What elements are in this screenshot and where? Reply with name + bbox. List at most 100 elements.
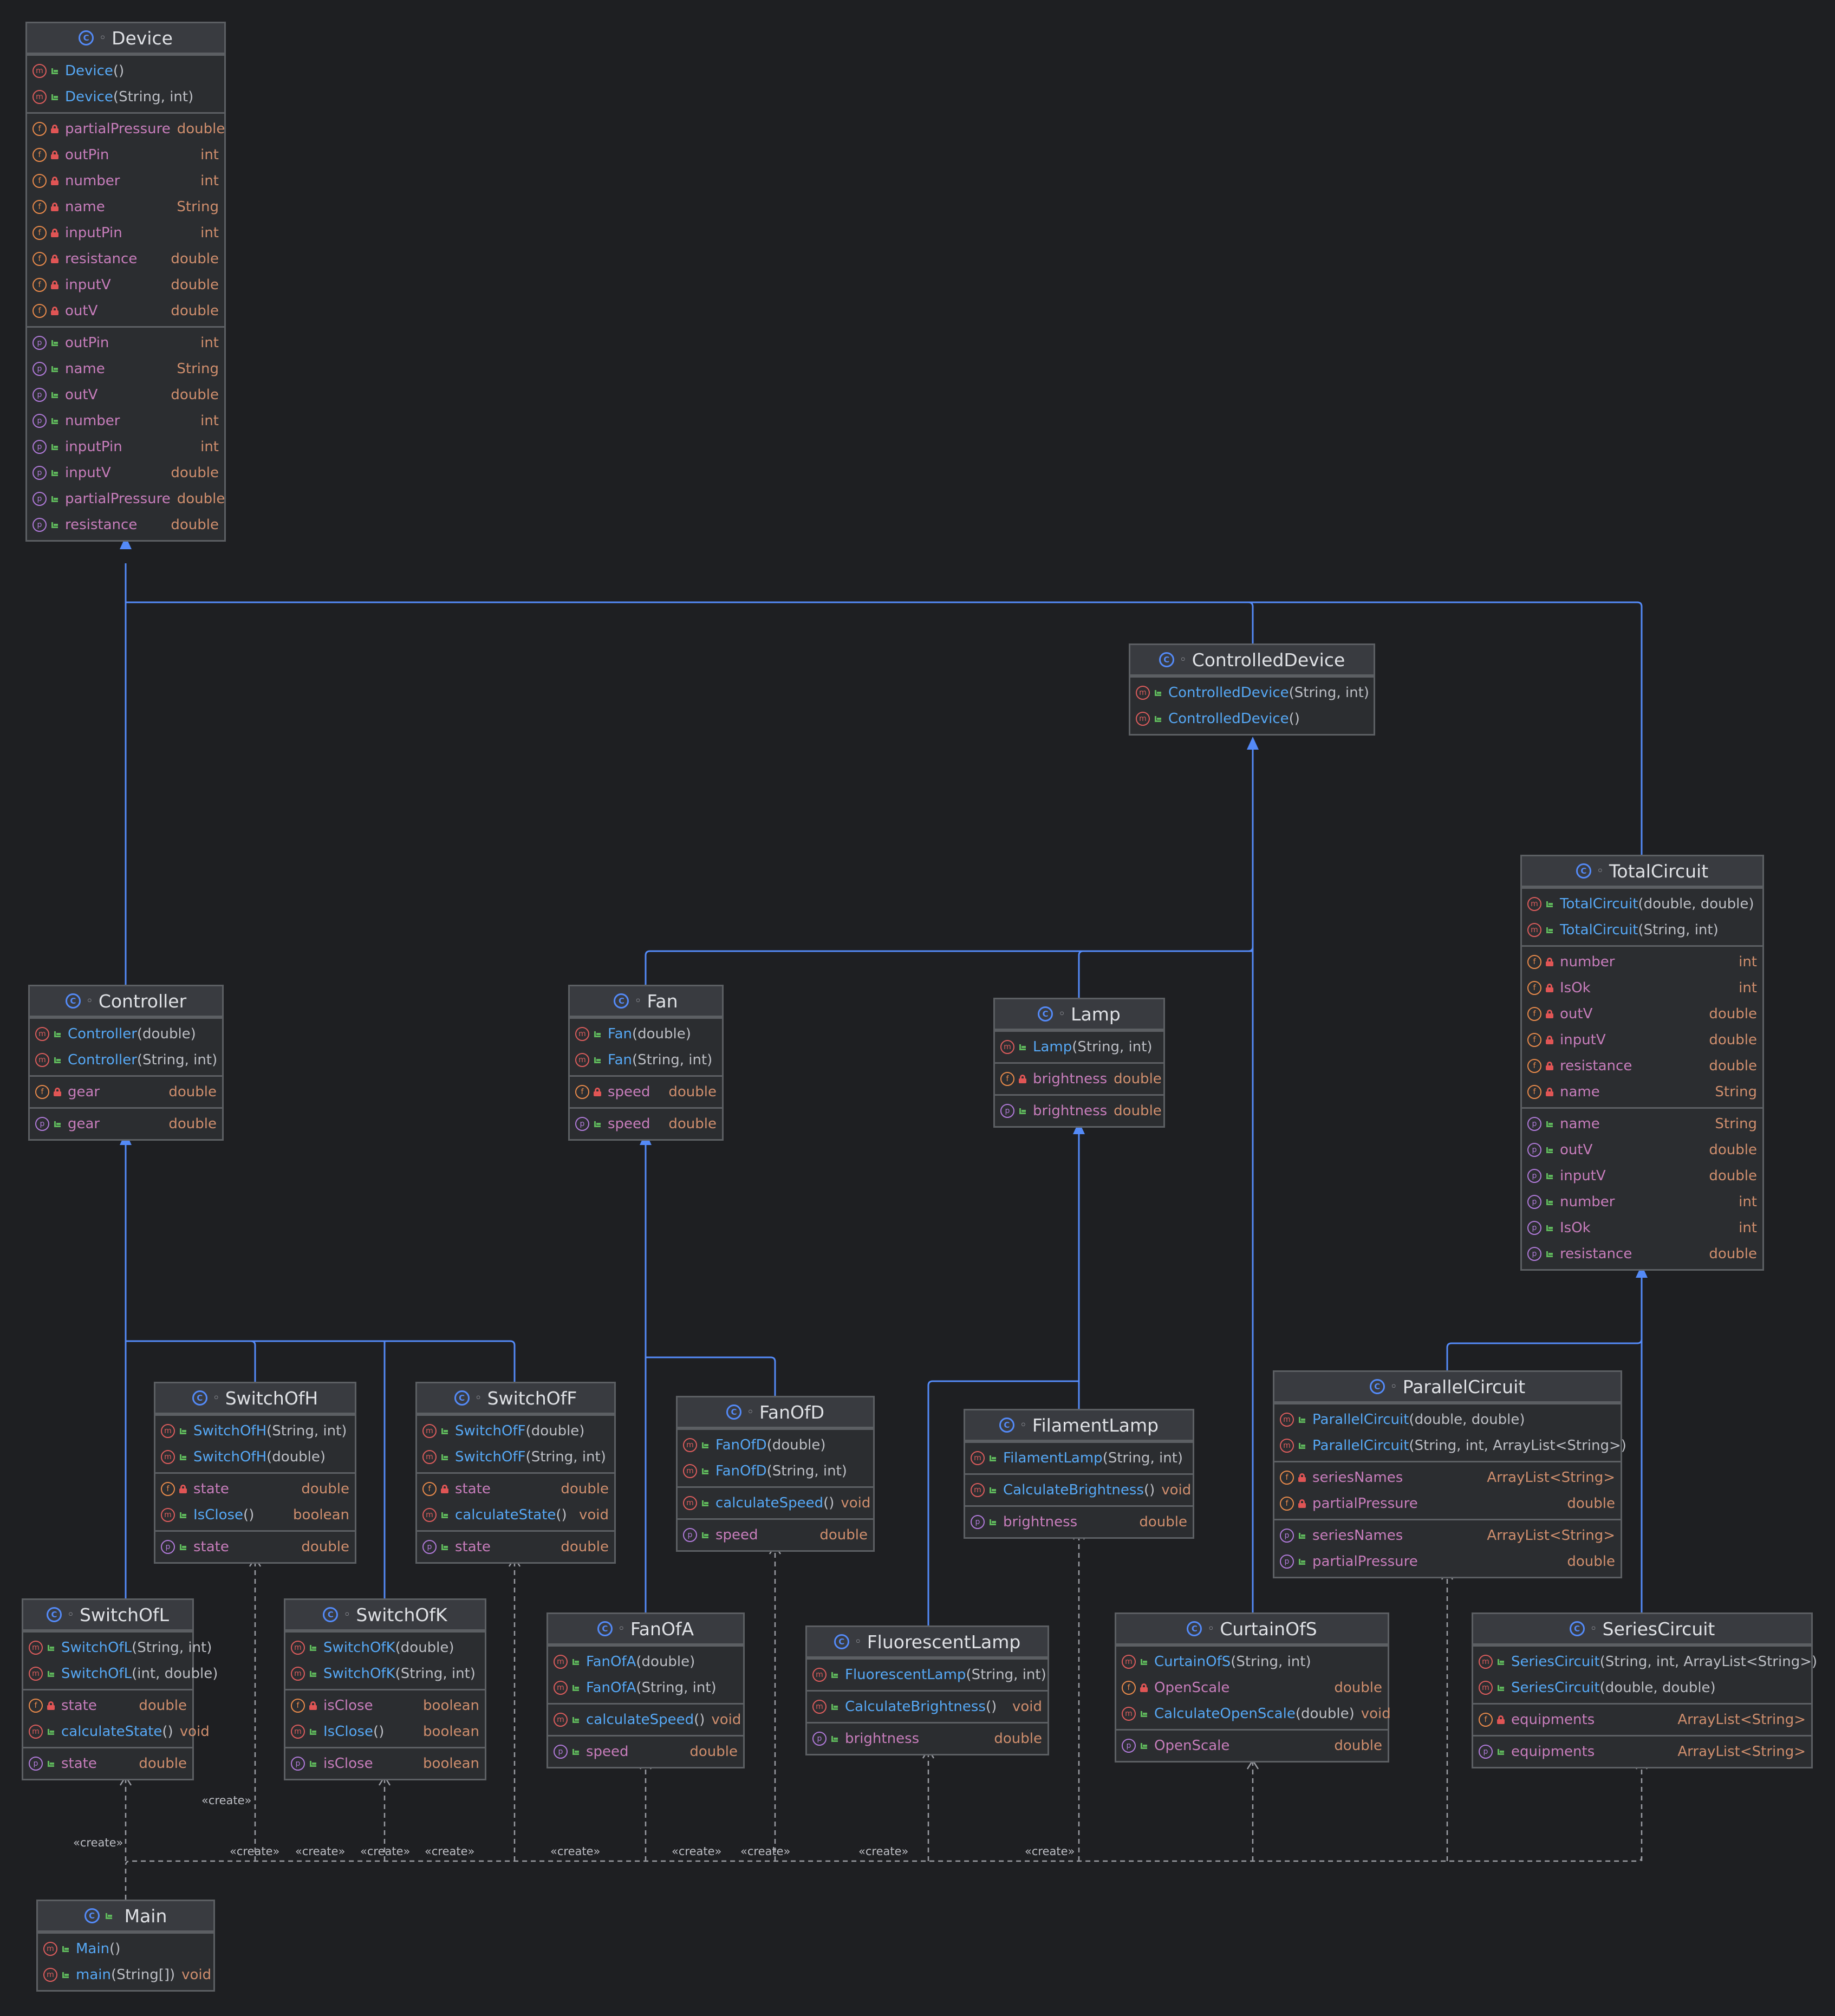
class-header[interactable]: C◦ControlledDevice (1130, 645, 1374, 676)
class-header[interactable]: C◦Lamp (995, 999, 1163, 1030)
class-header[interactable]: C◦FluorescentLamp (807, 1627, 1047, 1658)
class-header[interactable]: C◦FanOfA (548, 1614, 743, 1645)
class-header[interactable]: C◦FanOfD (678, 1397, 873, 1428)
class-header[interactable]: C◦ParallelCircuit (1274, 1372, 1621, 1403)
class-header[interactable]: C◦SwitchOfF (417, 1383, 614, 1414)
class-header[interactable]: C◦SwitchOfK (285, 1600, 485, 1631)
class-header[interactable]: C◦SwitchOfH (155, 1383, 355, 1414)
class-header[interactable]: C◦SeriesCircuit (1473, 1614, 1811, 1645)
class-header[interactable]: C◦TotalCircuit (1522, 856, 1762, 887)
class-header[interactable]: C◦CurtainOfS (1116, 1614, 1388, 1645)
class-header[interactable]: C◦Controller (30, 986, 222, 1017)
class-header[interactable]: C◦SwitchOfL (23, 1600, 192, 1631)
